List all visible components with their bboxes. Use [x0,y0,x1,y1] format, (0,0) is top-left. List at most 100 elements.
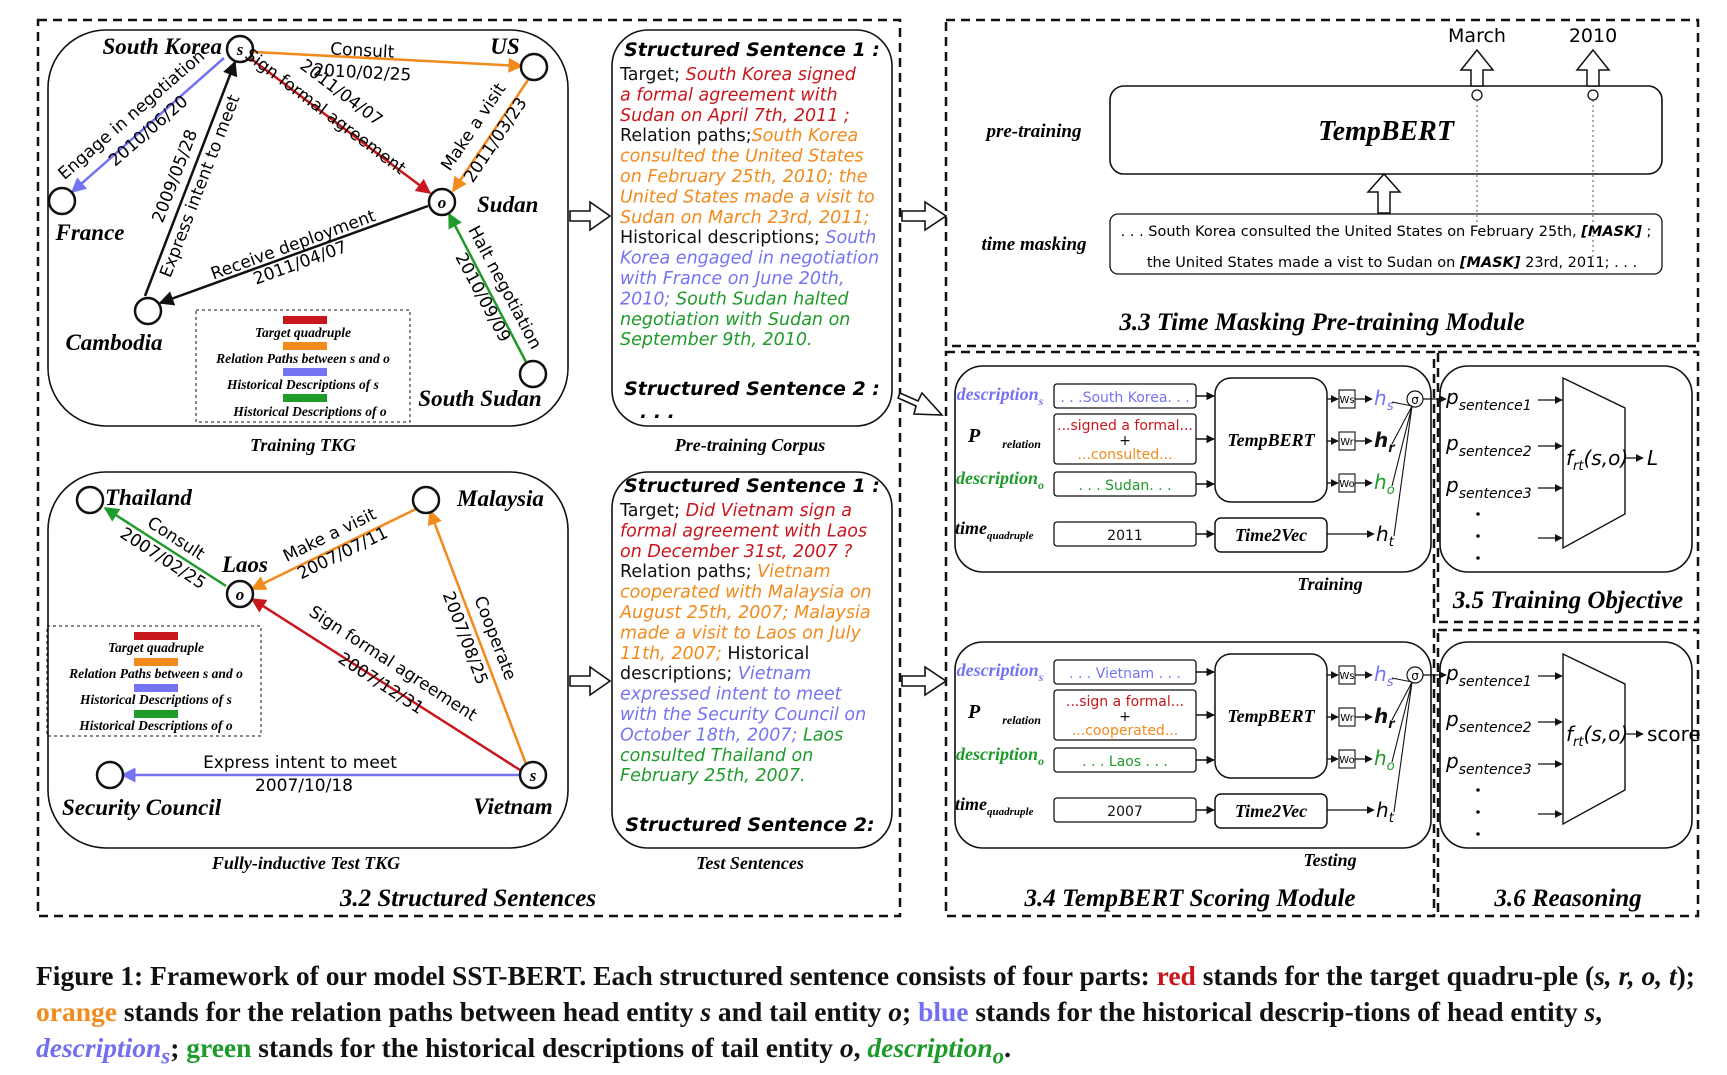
fan-line [1393,405,1413,537]
label-description-s-word: description [957,660,1039,680]
legend-paths: Relation Paths between s and o [215,351,390,366]
h-r-letter: h [1374,428,1388,452]
input-t-text: 2007 [1107,804,1143,820]
time2vec-box [1214,793,1328,829]
mask-token-2: [MASK] [1459,255,1521,271]
caption-o-2: o [839,1032,854,1063]
test-sentence-segment: made a visit to Laos on July [620,623,862,643]
caption-semicolon-2: ; [170,1032,187,1063]
node-s-letter-test: s [529,766,537,785]
test-sentence-segment: Did Vietnam sign a [686,501,852,521]
weight-label-s: Ws [1339,671,1354,682]
time-masking-label: time masking [981,234,1086,255]
node-sudan [427,187,457,217]
corpus-line: United States made a visit to [620,187,875,207]
masked-line-1: . . . South Korea consulted the United S… [1121,224,1652,240]
label-description-o-subscript: o [1038,754,1044,768]
node-south-korea [225,34,255,64]
label-description-s: descriptions [957,660,1044,684]
p-sentence-1-letter: p [1445,385,1459,409]
scoring-function-subscript: rt [1573,459,1584,474]
figure-caption: Figure 1: Framework of our model SST-BER… [36,958,1716,1075]
label-south-sudan: South Sudan [418,386,541,411]
caption-red: red [1156,960,1196,991]
output-march: March [1448,25,1506,47]
node-s-letter: s [236,40,244,59]
corpus-segment: South Sudan halted [676,289,849,309]
scoring-function-trapezoid [1562,376,1626,550]
objective-box [1439,365,1693,573]
corpus-segment: a formal agreement with [620,85,838,105]
label-france: France [55,220,125,245]
node-us [519,52,549,82]
test-sentence-line: made a visit to Laos on July [620,623,862,643]
corpus-segment: Historical descriptions; [620,228,825,248]
test-sentence-line: February 25th, 2007. [620,766,806,786]
test-sentence-segment: October 18th, 2007; [620,725,803,745]
caption-blue: blue [918,996,969,1027]
label-description-s-subscript: s [1038,670,1044,684]
edge-label-express-test: Express intent to meet [203,753,397,773]
tempbert-label: TempBERT [1227,430,1315,450]
test-tkg: o s Thailand Malaysia Laos Security Coun… [46,471,569,873]
caption-desc-o: descriptiono [867,1032,1004,1069]
weight-label-o: Wo [1339,755,1354,766]
fan-line [1391,401,1413,407]
test-sentences-box [611,471,893,849]
corpus-segment: Korea engaged in negotiation [620,249,879,269]
caption-blue-text: stands for the historical descrip-tions … [968,996,1585,1027]
p-sentence-3-letter: p [1445,473,1459,497]
scoring-box [954,365,1432,573]
node-france [47,186,77,216]
edge-halt [447,212,528,363]
p-sentence-2-letter: p [1445,707,1459,731]
legend-desc-s: Historical Descriptions of s [226,377,379,392]
node-south-sudan [518,359,548,389]
label-description-o-word: description [956,468,1038,488]
tempbert-box [1214,653,1328,779]
caption-o: o [888,996,903,1027]
scoring-function-label: frt(s,o) [1566,446,1628,474]
corpus-line: September 9th, 2010. [620,330,813,350]
corpus-segment: South Korea [752,126,859,146]
legend-swatch-blue [283,368,327,376]
label-time-word: time [955,518,987,538]
label-thailand: Thailand [105,485,192,510]
training-tkg: s o South Korea US Sudan France Cambodia… [47,29,569,455]
h-o: ho [1374,470,1395,498]
test-sentence-segment: Vietnam [757,562,830,582]
test-sentence-segment: 11th, 2007; [620,644,727,664]
caption-s: s [700,996,712,1027]
test-sentences: Structured Sentence 1 : Target; Did Viet… [611,471,893,873]
arrow-out-march [1459,48,1495,87]
ellipsis-dot [1476,512,1480,516]
input-plus: + [1119,709,1131,725]
h-o: ho [1374,746,1395,774]
test-sentence-line: Target; Did Vietnam sign a [619,501,852,521]
input-o-text: . . . Sudan. . . [1078,478,1171,494]
arrow-corpus-to-training [896,391,944,416]
edge-cooperate-test [427,509,528,765]
node-malaysia [411,485,441,515]
h-r: hr [1374,704,1396,732]
fan-line [1391,681,1413,763]
arrow-sentences-to-testing [901,665,948,697]
test-legend-target: Target quadruple [108,640,204,655]
label-time-subscript: quadruple [987,530,1034,542]
time-masking-module: pre-training time masking TempBERT . . .… [981,25,1663,275]
caption-comma: , [1595,996,1603,1027]
objective-output: score [1647,722,1701,746]
corpus-segment: 2010; [620,289,676,309]
time2vec-label: Time2Vec [1235,525,1307,545]
label-time-quadruple: timequadruple [955,518,1034,542]
corpus-line: 2010; South Sudan halted [620,289,849,309]
training-legend-box [195,309,411,423]
edge-receive [158,204,429,306]
caption-comma-2: , [853,1032,868,1063]
corpus-line: Historical descriptions; South [620,228,876,248]
edge-engage [70,57,225,193]
test-sentence-segment: February 25th, 2007. [620,766,806,786]
test-legend-swatch-green [134,710,178,718]
